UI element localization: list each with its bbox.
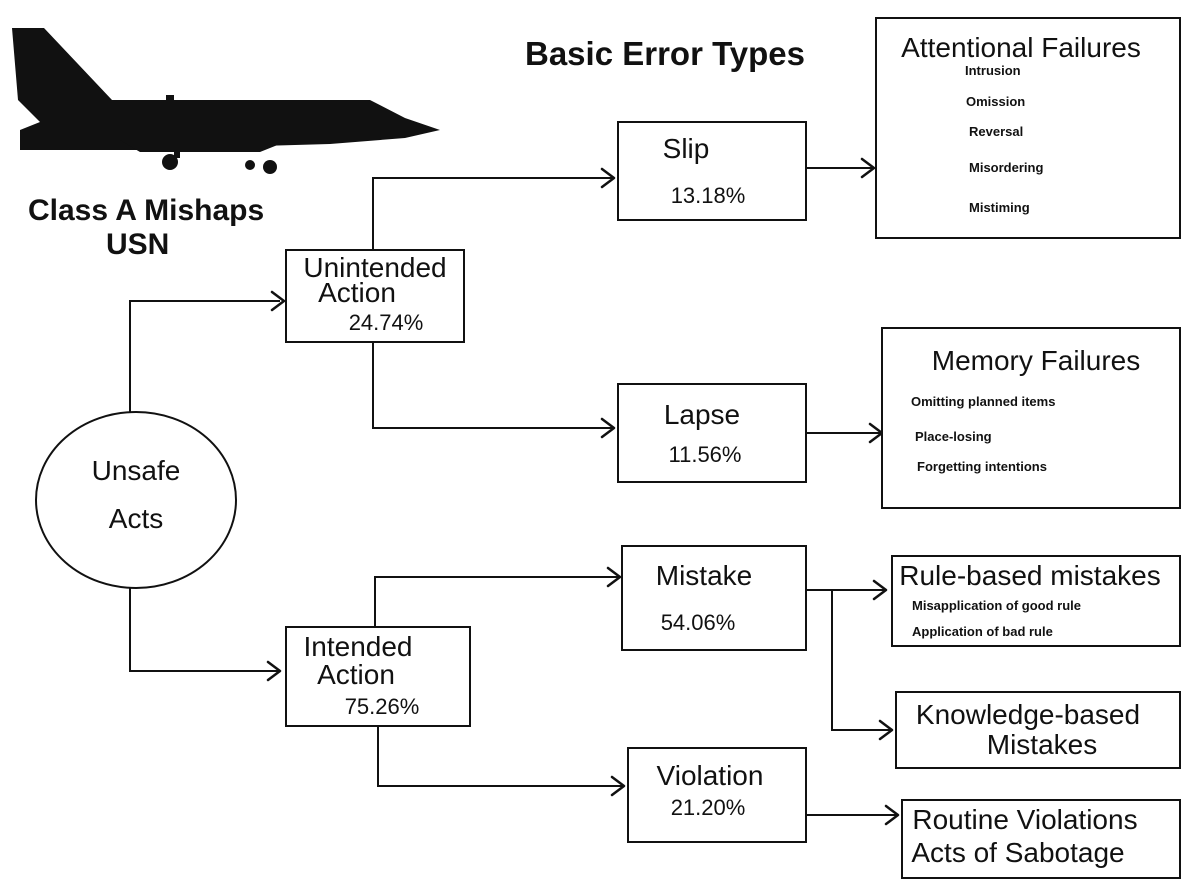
subtitle-line-2: USN: [106, 228, 169, 261]
node-violation: Violation 21.20%: [627, 747, 807, 843]
knowledge-line-1: Knowledge-based: [916, 699, 1140, 730]
connector-unintended-slip: [372, 177, 612, 250]
node-unsafe-acts: Unsafe Acts: [35, 411, 237, 589]
rule-based-title: Rule-based mistakes: [899, 560, 1160, 591]
memory-item: Forgetting intentions: [917, 459, 1047, 474]
arrowhead-violation: [610, 775, 626, 797]
node-attentional-failures: Attentional Failures Intrusion Omission …: [875, 17, 1181, 239]
fighter-jet-silhouette-icon: [12, 28, 440, 174]
node-rule-based-mistakes: Rule-based mistakes Misapplication of go…: [891, 555, 1181, 647]
node-intended-action: Intended Action 75.26%: [285, 626, 471, 727]
arrowhead-attentional: [860, 157, 876, 179]
memory-title: Memory Failures: [932, 345, 1140, 376]
attentional-item: Misordering: [969, 160, 1043, 175]
node-slip: Slip 13.18%: [617, 121, 807, 221]
lapse-percentage: 11.56%: [669, 442, 742, 467]
diagram-title: Basic Error Types: [525, 35, 805, 72]
intended-line-1: Intended: [304, 631, 413, 662]
connector-root-intended: [129, 588, 278, 672]
attentional-item: Omission: [966, 94, 1025, 109]
attentional-title: Attentional Failures: [901, 32, 1141, 63]
connector-intended-mistake: [374, 576, 618, 627]
intended-percentage: 75.26%: [345, 694, 420, 719]
node-knowledge-based-mistakes: Knowledge-based Mistakes: [895, 691, 1181, 769]
unsafe-acts-line-2: Acts: [109, 503, 163, 534]
slip-label: Slip: [663, 133, 710, 164]
connector-unintended-lapse: [372, 342, 612, 429]
node-mistake: Mistake 54.06%: [621, 545, 807, 651]
arrowhead-unintended: [270, 290, 286, 312]
attentional-item: Reversal: [969, 124, 1023, 139]
connector-intended-violation: [377, 726, 622, 787]
arrowhead-rule: [872, 579, 888, 601]
rule-based-item: Application of bad rule: [912, 624, 1053, 639]
knowledge-line-2: Mistakes: [987, 729, 1097, 760]
routine-line-1: Routine Violations: [912, 804, 1137, 835]
rule-based-item: Misapplication of good rule: [912, 598, 1081, 613]
unsafe-acts-line-1: Unsafe: [92, 455, 181, 486]
memory-item: Place-losing: [915, 429, 992, 444]
memory-item: Omitting planned items: [911, 394, 1055, 409]
arrowhead-intended: [266, 660, 282, 682]
lapse-label: Lapse: [664, 399, 740, 430]
mistake-percentage: 54.06%: [661, 610, 736, 635]
arrowhead-slip: [600, 167, 616, 189]
arrowhead-mistake: [606, 566, 622, 588]
node-memory-failures: Memory Failures Omitting planned items P…: [881, 327, 1181, 509]
violation-label: Violation: [657, 760, 764, 791]
arrowhead-lapse: [600, 417, 616, 439]
attentional-item: Intrusion: [965, 63, 1021, 78]
unintended-line-2: Action: [318, 277, 396, 308]
connector-mistake-knowledge: [831, 590, 890, 731]
routine-line-2: Acts of Sabotage: [911, 837, 1124, 868]
intended-line-2: Action: [317, 659, 395, 690]
mistake-label: Mistake: [656, 560, 752, 591]
arrowhead-knowledge: [878, 719, 894, 741]
node-unintended-action: Unintended Action 24.74%: [285, 249, 465, 343]
attentional-item: Mistiming: [969, 200, 1030, 215]
connector-root-unintended: [129, 300, 280, 412]
connectors: [129, 157, 900, 826]
violation-percentage: 21.20%: [671, 795, 746, 820]
unintended-percentage: 24.74%: [349, 310, 424, 335]
subtitle-line-1: Class A Mishaps: [28, 194, 264, 227]
arrowhead-routine: [884, 804, 900, 826]
node-routine-violations: Routine Violations Acts of Sabotage: [901, 799, 1181, 879]
slip-percentage: 13.18%: [671, 183, 746, 208]
unintended-line-1: Unintended: [303, 252, 446, 283]
node-lapse: Lapse 11.56%: [617, 383, 807, 483]
